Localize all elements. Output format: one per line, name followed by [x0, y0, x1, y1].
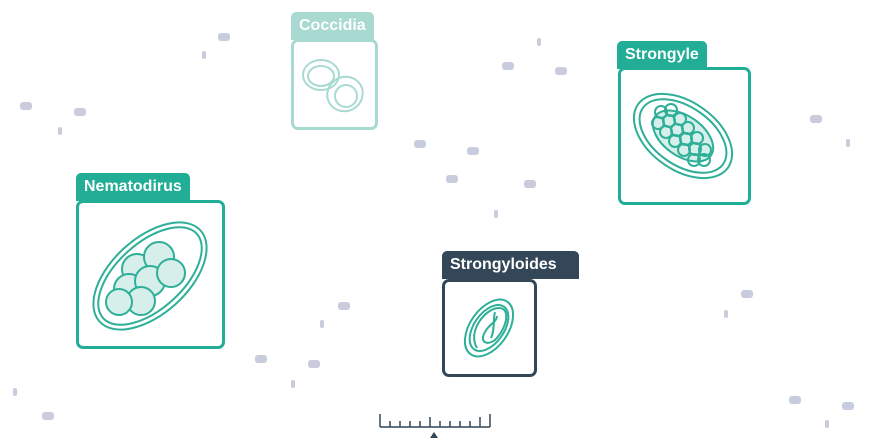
strongyloides-label: Strongyloides: [442, 251, 579, 279]
strongyloides-larva-icon: [463, 298, 515, 358]
nematodirus-egg-icon: [92, 221, 208, 331]
strongyloides-frame: [442, 279, 537, 377]
strongyle-frame: [618, 67, 751, 205]
strongyle-egg-icon: [632, 92, 734, 180]
coccidia-frame: [291, 39, 378, 130]
coccidia-oocyst-icon: [302, 59, 364, 113]
strongyle-label: Strongyle: [617, 41, 707, 69]
coccidia-label: Coccidia: [291, 12, 374, 40]
nematodirus-label: Nematodirus: [76, 173, 190, 201]
nematodirus-card[interactable]: Nematodirus: [76, 173, 226, 349]
scale-bar-icon: [379, 414, 491, 438]
strongyle-card[interactable]: Strongyle: [617, 41, 752, 205]
strongyloides-card[interactable]: Strongyloides: [442, 251, 579, 377]
nematodirus-frame: [76, 200, 225, 349]
coccidia-card[interactable]: Coccidia: [291, 12, 387, 130]
